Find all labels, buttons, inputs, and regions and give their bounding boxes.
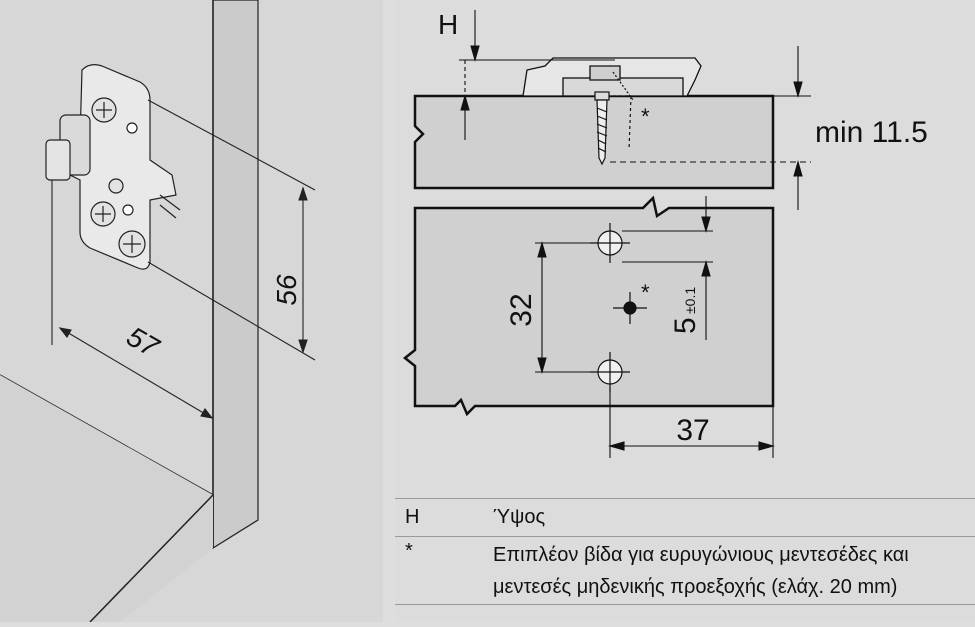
panel-edge <box>212 0 259 550</box>
legend-row: H Ύψος <box>395 506 975 536</box>
screw <box>594 71 634 166</box>
dim-32-label: 32 <box>505 293 538 326</box>
legend-divider <box>395 536 975 537</box>
legend-value: μεντεσές μηδενικής προεξοχής (ελάχ. 20 m… <box>493 576 898 598</box>
legend-table: H Ύψος * Επιπλέον βίδα για ευρυγώνιους μ… <box>395 498 975 622</box>
plate-side-view <box>522 57 702 97</box>
star-label-top: * <box>641 104 650 129</box>
dim-56-label: 56 <box>271 274 302 306</box>
dimension-37 <box>607 388 776 458</box>
dimension-56 <box>147 99 316 361</box>
cabinet-bottom-corner <box>89 494 214 623</box>
star-label-mid: * <box>641 280 650 305</box>
technical-drawing: * H min 11.5 <box>402 9 928 458</box>
legend-value: Επιπλέον βίδα για ευρυγώνιους μεντεσέδες… <box>493 544 909 566</box>
legend-value: Ύψος <box>493 506 546 528</box>
legend-divider <box>395 498 975 499</box>
min-label: min 11.5 <box>815 116 928 149</box>
legend-divider <box>395 604 975 605</box>
dimension-5 <box>622 196 713 340</box>
dim-5-tolerance: ±0.1 <box>682 287 698 314</box>
dim-5-label: 5 <box>669 317 702 334</box>
technical-drawing-panel: * H min 11.5 <box>395 0 975 622</box>
h-label: H <box>438 9 458 40</box>
board-side-view <box>413 94 775 190</box>
board-front-view <box>402 195 775 417</box>
isometric-diagram: 56 57 <box>0 0 316 623</box>
legend-key: H <box>405 506 420 528</box>
isometric-diagram-panel: 56 57 <box>0 0 383 623</box>
cabinet-bottom-face <box>0 375 213 622</box>
legend-key: * <box>405 540 413 562</box>
mounting-plate <box>45 64 181 270</box>
dimension-57 <box>51 180 214 420</box>
dimension-32 <box>535 240 600 375</box>
dim-37-label: 37 <box>676 414 709 447</box>
dimension-min <box>610 46 811 210</box>
legend-row: * Επιπλέον βίδα για ευρυγώνιους μεντεσέδ… <box>395 540 975 600</box>
dim-57-label: 57 <box>122 321 166 364</box>
dimension-h <box>459 10 615 140</box>
